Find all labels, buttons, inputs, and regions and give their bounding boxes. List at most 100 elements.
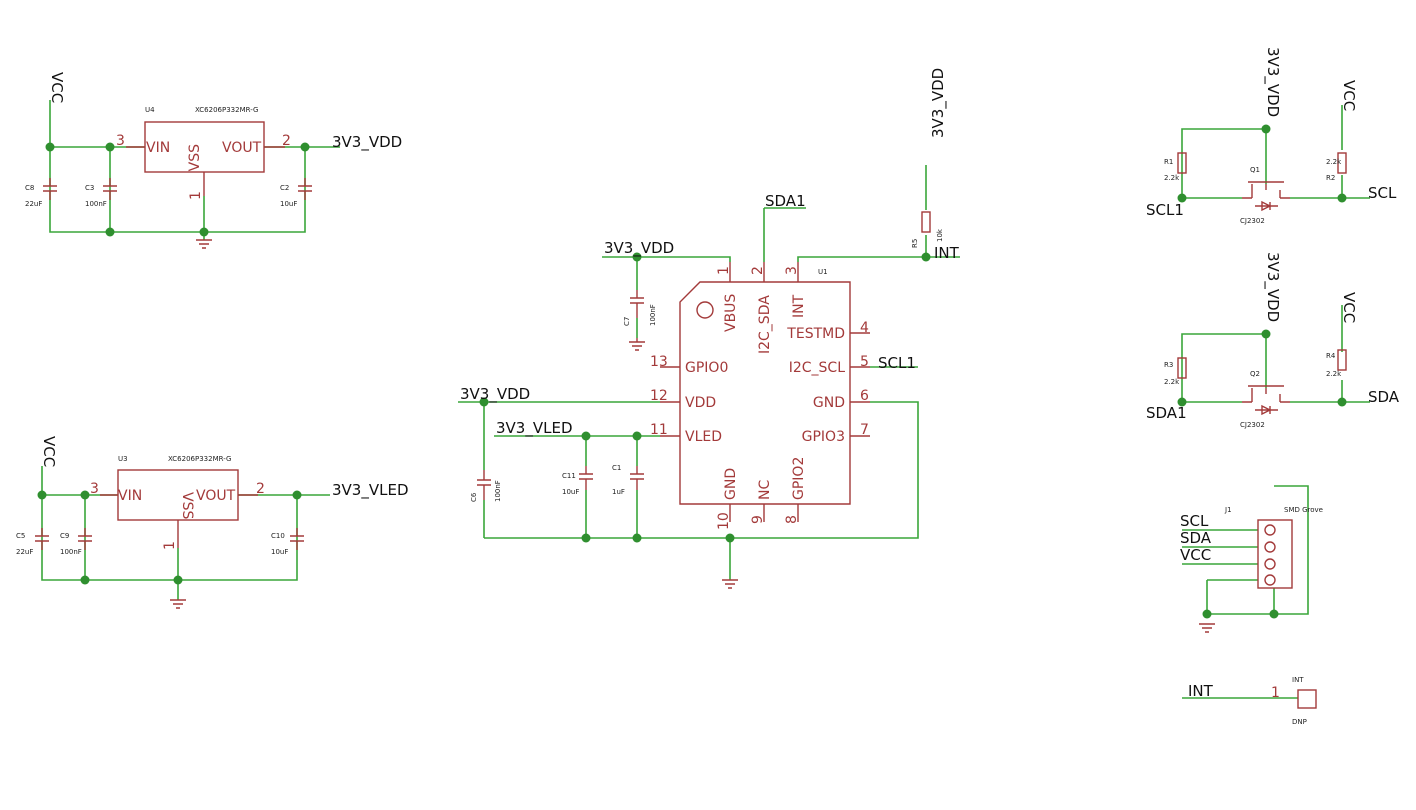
pin-number: 8 — [784, 515, 800, 524]
test-pad-block: INT 1 INT DNP — [1182, 676, 1317, 726]
pin-label-i2c-scl: I2C_SCL — [789, 360, 845, 376]
pin-number: 1 — [188, 191, 204, 200]
net-label-vcc: VCC — [40, 436, 58, 467]
pin-number: 3 — [116, 133, 125, 149]
pin-label-vout: VOUT — [222, 140, 262, 156]
part-number: CJ2302 — [1240, 421, 1265, 429]
net-label-3v3-vled: 3V3_VLED — [496, 419, 573, 438]
resistor-r5[interactable] — [921, 211, 931, 233]
net-label-3v3-vdd: 3V3_VDD — [929, 68, 948, 138]
pin-label-gpio2: GPIO2 — [791, 457, 807, 500]
cap-ref: C8 — [25, 184, 34, 192]
ref-designator: U3 — [118, 455, 128, 463]
resistor-value: 2.2k — [1164, 378, 1180, 386]
pin-number: 5 — [860, 354, 869, 370]
resistor-value: 2.2k — [1326, 370, 1342, 378]
net-label-3v3-vled: 3V3_VLED — [332, 481, 409, 500]
cap-value: 1uF — [612, 488, 625, 496]
resistor-ref: R2 — [1326, 174, 1335, 182]
pin-number: 10 — [716, 512, 732, 530]
pin-label-vdd: VDD — [685, 395, 716, 411]
ref-designator: J1 — [1224, 506, 1232, 514]
pin-label-vss: VSS — [187, 144, 203, 171]
part-number: XC6206P332MR-G — [195, 106, 258, 114]
net-label-3v3-vdd: 3V3_VDD — [460, 385, 530, 404]
resistor-ref: R3 — [1164, 361, 1173, 369]
pin-number: 1 — [162, 541, 178, 550]
transistor-ref: Q1 — [1250, 166, 1260, 174]
ref-designator: U4 — [145, 106, 155, 114]
pin-number: 1 — [1271, 685, 1280, 701]
net-label-int: INT — [1188, 682, 1214, 700]
cap-ref: C9 — [60, 532, 69, 540]
ref-designator: U1 — [818, 268, 828, 276]
pin-label-i2c-sda: I2C_SDA — [757, 295, 773, 354]
cap-value: 100nF — [649, 304, 657, 326]
net-label-vcc: VCC — [48, 72, 66, 103]
pin-number: 1 — [716, 266, 732, 275]
sensor-u1-block: VBUS I2C_SDA INT TESTMD I2C_SCL GND GPIO… — [458, 68, 960, 589]
resistor-ref: R5 — [911, 239, 919, 248]
cap-value: 10uF — [271, 548, 288, 556]
pin-label-vbus: VBUS — [723, 294, 739, 332]
part-number: SMD Grove — [1284, 506, 1323, 514]
pin-label-vled: VLED — [685, 429, 722, 445]
cap-ref: C5 — [16, 532, 25, 540]
cap-value: 100nF — [494, 480, 502, 502]
ground-icon — [196, 239, 212, 249]
net-label-vcc: VCC — [1180, 546, 1211, 564]
cap-value: 22uF — [16, 548, 33, 556]
resistor-value: 2.2k — [1326, 158, 1342, 166]
resistor-r4[interactable] — [1337, 349, 1347, 371]
pin-number: 2 — [282, 133, 291, 149]
pin-number: 7 — [860, 422, 869, 438]
test-pad-int[interactable] — [1297, 689, 1317, 709]
net-label-sda: SDA — [1368, 388, 1400, 406]
cap-value: 100nF — [60, 548, 82, 556]
net-label-3v3-vdd: 3V3_VDD — [604, 239, 674, 258]
cap-ref: C3 — [85, 184, 94, 192]
part-number: XC6206P332MR-G — [168, 455, 231, 463]
pin-label-testmd: TESTMD — [786, 326, 845, 342]
cap-value: 22uF — [25, 200, 42, 208]
pin-number: 2 — [256, 481, 265, 497]
net-label-vcc: VCC — [1340, 292, 1358, 323]
cap-value: 100nF — [85, 200, 107, 208]
pad-value: DNP — [1292, 718, 1307, 726]
pin-number: 6 — [860, 388, 869, 404]
resistor-ref: R1 — [1164, 158, 1173, 166]
pin-label-nc: NC — [757, 480, 773, 500]
pin-label-vin: VIN — [146, 140, 170, 156]
pin-label-gnd: GND — [723, 468, 739, 500]
net-label-3v3-vdd: 3V3_VDD — [1263, 47, 1282, 117]
resistor-value: 2.2k — [1164, 174, 1180, 182]
grove-connector-j1[interactable] — [1257, 519, 1293, 589]
net-label-3v3-vdd: 3V3_VDD — [1263, 252, 1282, 322]
pin-label-vout: VOUT — [196, 488, 236, 504]
level-shifter-scl-block: 3V3_VDD VCC SCL1 SCL R1 2.2k 2.2k R2 Q1 … — [1146, 47, 1397, 225]
resistor-r3[interactable] — [1177, 357, 1187, 379]
pin-number: 12 — [650, 388, 668, 404]
mosfet-q2[interactable] — [1242, 385, 1290, 416]
ground-icon — [1199, 623, 1215, 633]
ground-icon — [722, 579, 738, 589]
cap-ref: C6 — [470, 492, 478, 502]
resistor-ref: R4 — [1326, 352, 1336, 360]
cap-ref: C10 — [271, 532, 285, 540]
pin-number: 4 — [860, 320, 869, 336]
net-label-scl: SCL — [1180, 512, 1209, 530]
regulator-u3-block: VCC 3V3_VLED U3 XC6206P332MR-G VIN VOUT … — [16, 436, 409, 609]
net-label-3v3-vdd: 3V3_VDD — [332, 133, 402, 152]
sensor-u1-body[interactable] — [679, 281, 851, 505]
pin-label-vss: VSS — [179, 492, 195, 519]
resistor-r1[interactable] — [1177, 152, 1187, 174]
resistor-r2[interactable] — [1337, 152, 1347, 174]
mosfet-q1[interactable] — [1242, 181, 1290, 212]
grove-connector-block: SCL SDA VCC J1 SMD Grove — [1180, 485, 1323, 633]
pin-label-gpio0: GPIO0 — [685, 360, 728, 376]
pin-number: 11 — [650, 422, 668, 438]
pin-number: 9 — [750, 515, 766, 524]
pin1-marker-icon — [696, 301, 714, 319]
pin-number: 3 — [784, 266, 800, 275]
